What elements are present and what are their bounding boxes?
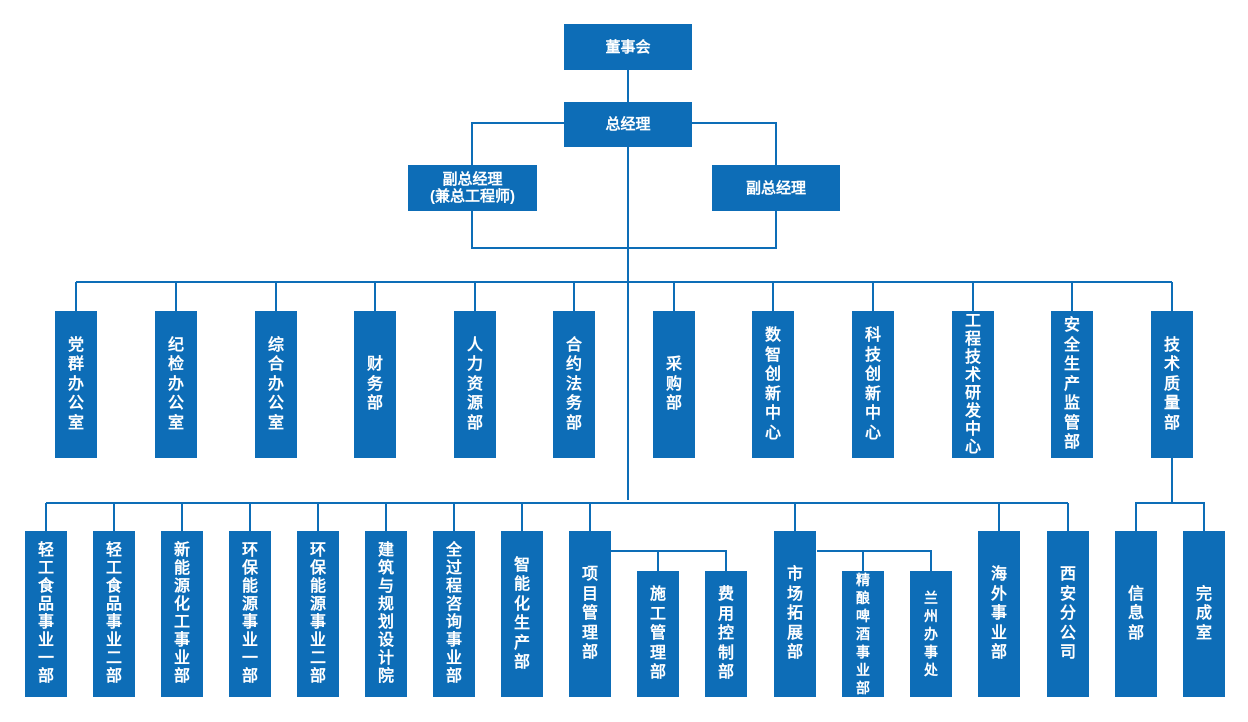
department-box-11[interactable]: 安全生产监管部 bbox=[1051, 311, 1093, 458]
department-box-1[interactable]: 党群办公室 bbox=[55, 311, 97, 458]
department-box-10[interactable]: 工程技术研发中心 bbox=[952, 311, 994, 458]
unit-box-17[interactable]: 信息部 bbox=[1115, 531, 1157, 697]
department-box-label: 纪检办公室 bbox=[167, 336, 184, 432]
department-box-6[interactable]: 合约法务部 bbox=[553, 311, 595, 458]
unit-box-3[interactable]: 新能源化工事业部 bbox=[161, 531, 203, 697]
department-box-label: 工程技术研发中心 bbox=[964, 312, 981, 456]
deputy-gm-chief-engineer-box[interactable]: 副总经理 (兼总工程师) bbox=[408, 165, 537, 211]
board-box[interactable]: 董事会 bbox=[564, 24, 692, 70]
deputy-gm-box[interactable]: 副总经理 bbox=[712, 165, 840, 211]
unit-box-2[interactable]: 轻工食品事业二部 bbox=[93, 531, 135, 697]
department-box-5[interactable]: 人力资源部 bbox=[454, 311, 496, 458]
unit-box-label: 兰州办事处 bbox=[924, 590, 938, 678]
unit-box-label: 西安分公司 bbox=[1059, 566, 1076, 662]
department-box-label: 财务部 bbox=[366, 356, 383, 413]
department-box-9[interactable]: 科技创新中心 bbox=[852, 311, 894, 458]
unit-box-12[interactable]: 市场拓展部 bbox=[774, 531, 816, 697]
department-box-3[interactable]: 综合办公室 bbox=[255, 311, 297, 458]
department-box-label: 技术质量部 bbox=[1163, 336, 1180, 432]
department-box-label: 综合办公室 bbox=[267, 336, 284, 432]
unit-box-4[interactable]: 环保能源事业一部 bbox=[229, 531, 271, 697]
unit-box-label: 海外事业部 bbox=[990, 566, 1007, 662]
department-box-label: 人力资源部 bbox=[466, 336, 483, 432]
department-box-8[interactable]: 数智创新中心 bbox=[752, 311, 794, 458]
unit-box-11[interactable]: 费用控制部 bbox=[705, 571, 747, 697]
unit-box-18[interactable]: 完成室 bbox=[1183, 531, 1225, 697]
department-box-7[interactable]: 采购部 bbox=[653, 311, 695, 458]
unit-box-label: 市场拓展部 bbox=[786, 566, 803, 662]
unit-box-label: 完成室 bbox=[1195, 585, 1212, 642]
unit-box-label: 施工管理部 bbox=[649, 586, 666, 682]
unit-box-label: 环保能源事业一部 bbox=[241, 542, 258, 685]
department-box-label: 党群办公室 bbox=[67, 336, 84, 432]
department-box-label: 数智创新中心 bbox=[764, 327, 781, 442]
unit-box-label: 轻工食品事业二部 bbox=[105, 542, 122, 685]
department-box-12[interactable]: 技术质量部 bbox=[1151, 311, 1193, 458]
unit-box-label: 全过程咨询事业部 bbox=[445, 542, 462, 685]
unit-box-10[interactable]: 施工管理部 bbox=[637, 571, 679, 697]
unit-box-label: 智能化生产部 bbox=[513, 556, 530, 672]
department-box-label: 合约法务部 bbox=[565, 336, 582, 432]
unit-box-9[interactable]: 项目管理部 bbox=[569, 531, 611, 697]
unit-box-label: 项目管理部 bbox=[581, 566, 598, 662]
unit-box-label: 精酿啤酒事业部 bbox=[856, 572, 870, 696]
department-box-label: 安全生产监管部 bbox=[1063, 317, 1080, 452]
unit-box-16[interactable]: 西安分公司 bbox=[1047, 531, 1089, 697]
unit-box-15[interactable]: 海外事业部 bbox=[978, 531, 1020, 697]
department-box-label: 科技创新中心 bbox=[864, 327, 881, 442]
department-box-4[interactable]: 财务部 bbox=[354, 311, 396, 458]
unit-box-13[interactable]: 精酿啤酒事业部 bbox=[842, 571, 884, 697]
unit-box-label: 新能源化工事业部 bbox=[173, 542, 190, 685]
unit-box-14[interactable]: 兰州办事处 bbox=[910, 571, 952, 697]
unit-box-6[interactable]: 建筑与规划设计院 bbox=[365, 531, 407, 697]
department-box-2[interactable]: 纪检办公室 bbox=[155, 311, 197, 458]
unit-box-7[interactable]: 全过程咨询事业部 bbox=[433, 531, 475, 697]
unit-box-1[interactable]: 轻工食品事业一部 bbox=[25, 531, 67, 697]
unit-box-label: 费用控制部 bbox=[717, 586, 734, 682]
general-manager-box[interactable]: 总经理 bbox=[564, 102, 692, 147]
unit-box-label: 建筑与规划设计院 bbox=[377, 542, 394, 685]
unit-box-label: 信息部 bbox=[1127, 585, 1144, 642]
unit-box-label: 轻工食品事业一部 bbox=[37, 542, 54, 685]
unit-box-5[interactable]: 环保能源事业二部 bbox=[297, 531, 339, 697]
department-box-label: 采购部 bbox=[665, 356, 682, 413]
unit-box-label: 环保能源事业二部 bbox=[309, 542, 326, 685]
unit-box-8[interactable]: 智能化生产部 bbox=[501, 531, 543, 697]
